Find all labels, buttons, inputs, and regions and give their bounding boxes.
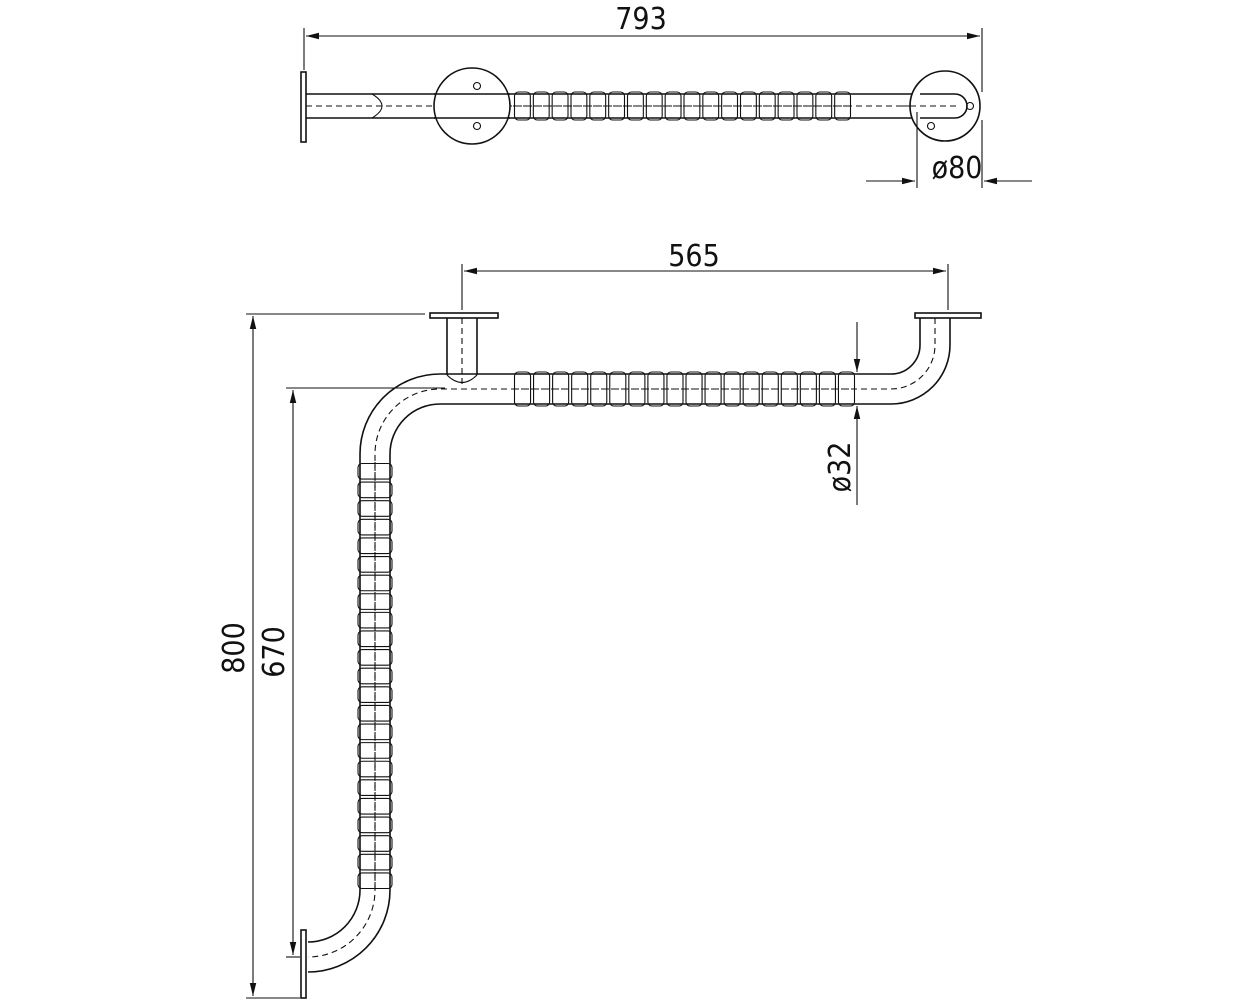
tube-centerline	[307, 318, 936, 958]
dim-horizontal-span: 565	[668, 239, 720, 274]
dim-flange-diameter: ø80	[932, 151, 983, 186]
top-wall-plate	[300, 71, 307, 143]
top-view: 793 ø80	[300, 2, 1032, 188]
tube-inner-edge	[307, 318, 921, 943]
top-flange-left	[433, 67, 511, 145]
dim-vertical-span: 670	[257, 626, 292, 678]
front-view: 565 ø32 800 670	[217, 239, 982, 999]
vertical-grip-ribs	[357, 462, 393, 890]
tube-outer-edge	[307, 318, 951, 973]
dim-overall-height: 800	[217, 622, 252, 674]
horizontal-grip-ribs	[513, 371, 856, 407]
front-wall-plate-bottom	[300, 929, 307, 999]
top-grip-ribs	[513, 91, 852, 121]
dim-overall-width: 793	[615, 2, 667, 37]
front-wall-plate-right	[914, 312, 982, 319]
dim-tube-diameter: ø32	[823, 442, 858, 493]
front-wall-plate-left	[429, 312, 499, 319]
